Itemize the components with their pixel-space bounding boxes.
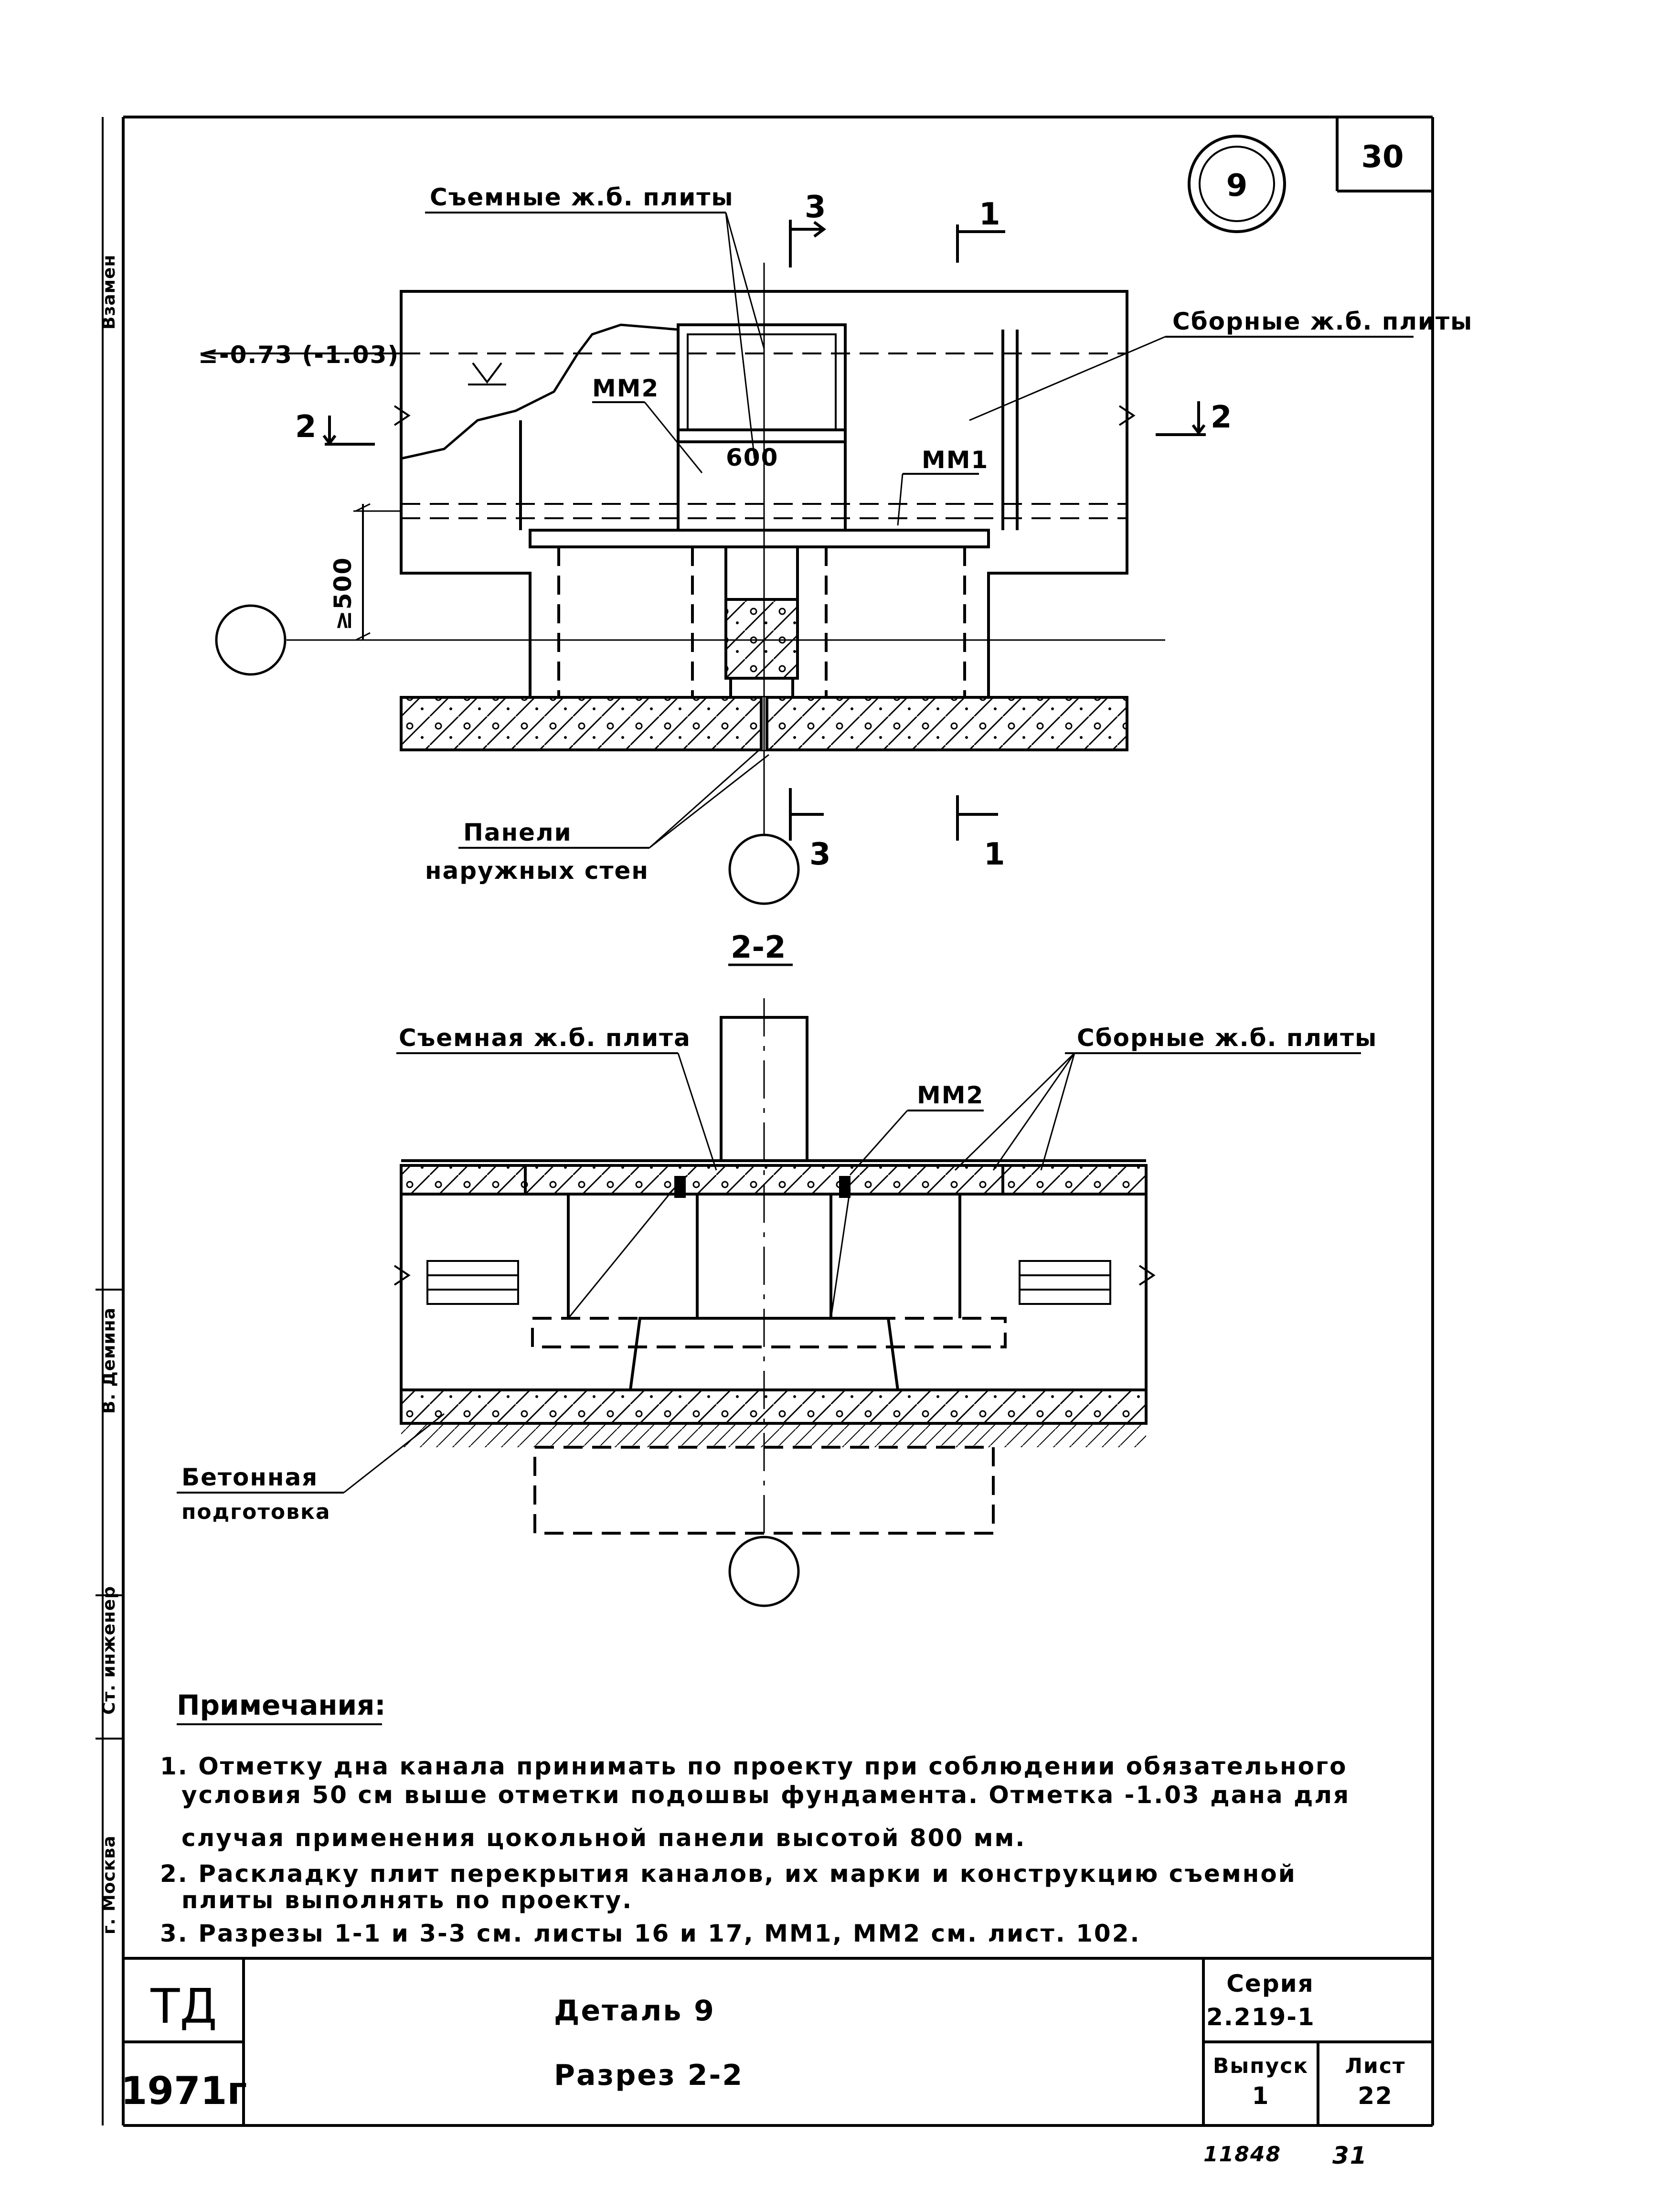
label-elevation: ≤-0.73 (-1.03) <box>198 341 399 369</box>
label-depth-500: ≥500 <box>329 557 357 630</box>
title-block-title1: Деталь 9 <box>554 1994 715 2028</box>
section-label-right-2: 2 <box>1211 400 1232 435</box>
sheet-number: 30 <box>1361 139 1404 175</box>
title-block-series-label: Серия <box>1226 1970 1314 1997</box>
svg-text:9: 9 <box>1226 168 1248 203</box>
label-mm1-plan: ММ1 <box>922 446 989 474</box>
label-mm2-plan: ММ2 <box>592 374 659 402</box>
label-wall-panels-line2: наружных стен <box>425 857 649 885</box>
note-line-4: 2. Раскладку плит перекрытия каналов, их… <box>160 1860 1297 1888</box>
title-block-issue-label: Выпуск <box>1213 2054 1308 2078</box>
axis-bubble-bottom-section <box>728 1536 800 1607</box>
title-block-year: 1971г <box>121 2069 247 2113</box>
title-block-series-value: 2.219-1 <box>1206 2003 1315 2031</box>
side-engineer-role: Ст. инженер <box>99 1586 119 1715</box>
title-block-sheet-value: 22 <box>1358 2082 1393 2110</box>
note-line-5: плиты выполнять по проекту. <box>181 1886 633 1914</box>
plan-view <box>201 263 1165 836</box>
title-block-title2: Разрез 2-2 <box>554 2059 744 2092</box>
section-label-bottom-1: 1 <box>984 837 1005 872</box>
detail-marker: 9 <box>1188 135 1286 233</box>
label-removable-plate: Съемная ж.б. плита <box>399 1024 691 1052</box>
side-city: г. Москва <box>99 1836 119 1934</box>
label-wall-panels-line1: Панели <box>463 819 572 846</box>
label-concrete-line1: Бетонная <box>181 1463 318 1491</box>
section-mark-top-3 <box>789 220 826 267</box>
section-mark-left-2 <box>322 416 375 446</box>
title-block <box>123 1957 1433 2125</box>
note-line-3: случая применения цокольной панели высот… <box>181 1824 1026 1852</box>
section-mark-bottom-3 <box>789 788 824 841</box>
section-label-left-2: 2 <box>295 409 317 445</box>
label-concrete-line2: подготовка <box>181 1500 331 1524</box>
stamp-left: 11848 <box>1203 2142 1281 2167</box>
section-mark-bottom-1 <box>956 795 998 841</box>
label-mm2-section: ММ2 <box>917 1081 984 1109</box>
note-line-2: условия 50 см выше отметки подошвы фунда… <box>181 1781 1350 1809</box>
section-label-top-1: 1 <box>979 197 1000 232</box>
side-engineer-name: В. Демина <box>99 1307 119 1414</box>
section-mark-right-2 <box>1156 401 1206 436</box>
notes: Примечания: 1. Отметку дна канала приним… <box>160 1689 1350 1947</box>
label-removable-plates: Съемные ж.б. плиты <box>430 183 734 211</box>
section-label-bottom-3: 3 <box>809 837 831 872</box>
axis-bubble-left <box>215 604 287 676</box>
section-mark-top-1 <box>956 224 1005 263</box>
title-block-org: ТД <box>150 1978 217 2034</box>
label-width-600: 600 <box>726 444 778 471</box>
section-view <box>393 998 1156 1538</box>
sheet-frame <box>102 116 1434 2127</box>
label-prefab-plates-plan: Сборные ж.б. плиты <box>1172 308 1473 335</box>
side-strip: Взамен Ст. инженер В. Демина г. Москва <box>96 255 123 1934</box>
title-block-sheet-label: Лист <box>1345 2054 1406 2078</box>
notes-heading: Примечания: <box>177 1689 386 1721</box>
title-block-issue-value: 1 <box>1252 2082 1270 2110</box>
section-title: 2-2 <box>731 930 786 965</box>
label-prefab-plates-section: Сборные ж.б. плиты <box>1077 1024 1377 1052</box>
note-line-6: 3. Разрезы 1-1 и 3-3 см. листы 16 и 17, … <box>160 1920 1141 1947</box>
stamp-right: 31 <box>1332 2142 1368 2169</box>
note-line-1: 1. Отметку дна канала принимать по проек… <box>160 1752 1347 1780</box>
side-top-label: Взамен <box>99 255 119 330</box>
section-label-top-3: 3 <box>805 190 826 225</box>
axis-bubble-bottom-plan <box>728 833 800 905</box>
